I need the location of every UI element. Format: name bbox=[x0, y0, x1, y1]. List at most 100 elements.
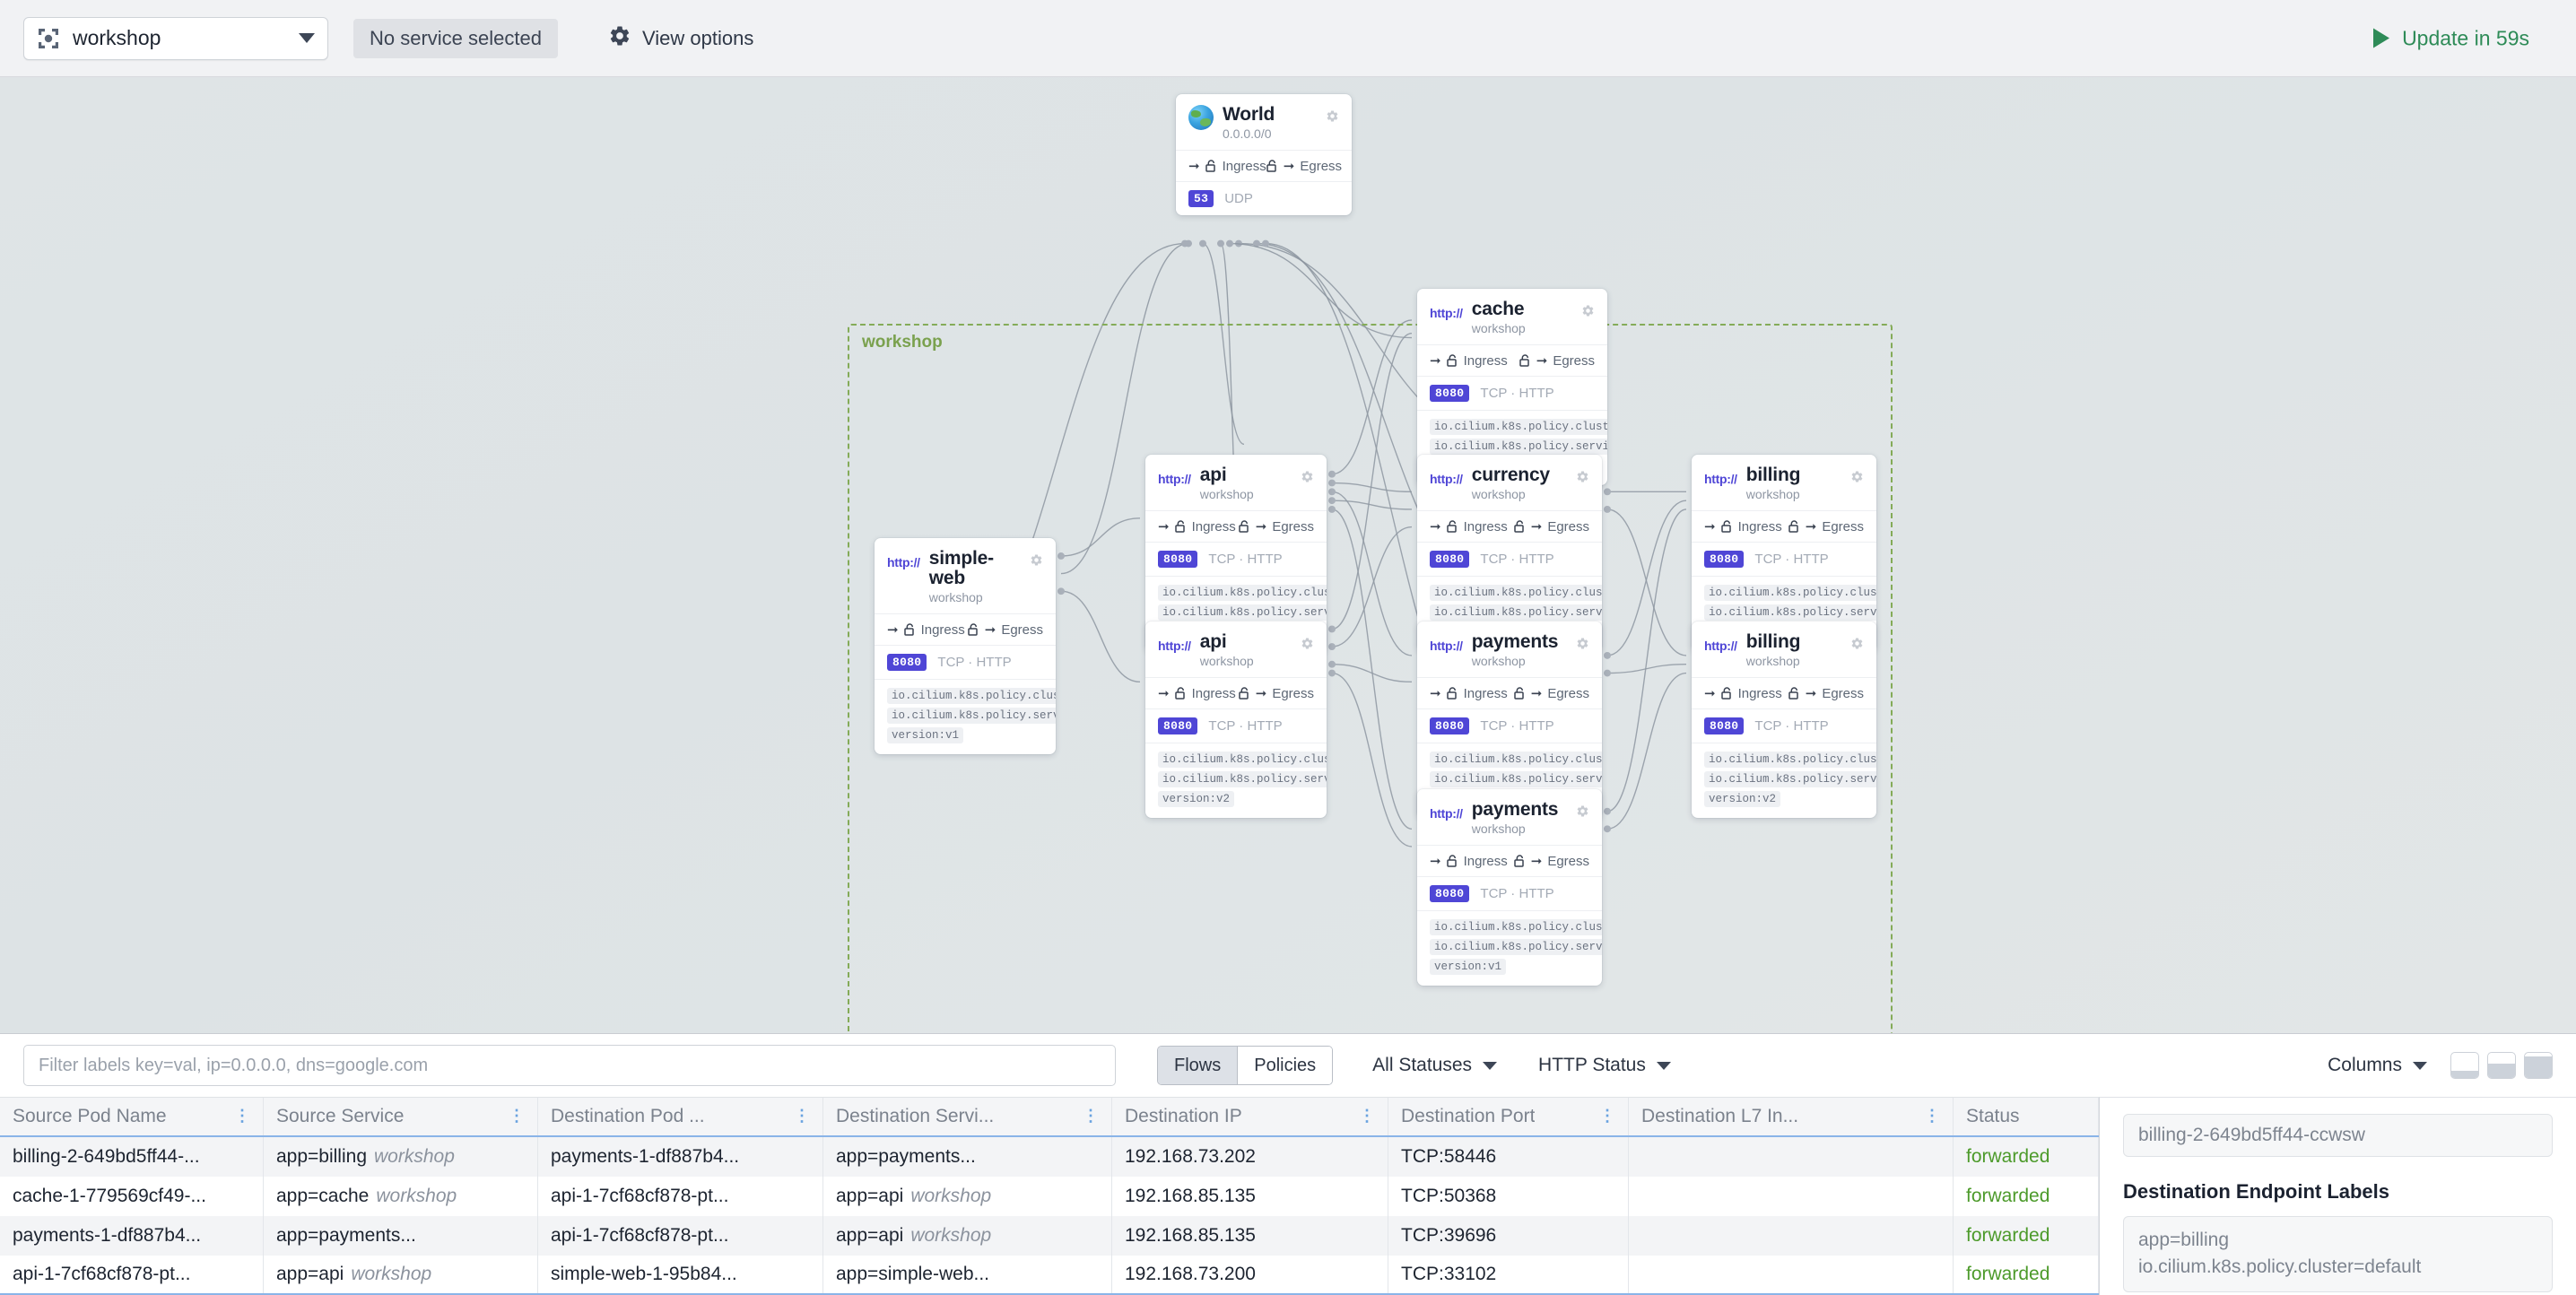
tab-policies[interactable]: Policies bbox=[1237, 1047, 1333, 1084]
http-icon: http:// bbox=[1704, 639, 1737, 653]
table-column-header[interactable]: Status bbox=[1954, 1098, 2099, 1135]
egress-indicator[interactable]: ➞Egress bbox=[1238, 518, 1314, 535]
egress-indicator[interactable]: ➞Egress bbox=[1519, 352, 1595, 369]
gear-icon[interactable] bbox=[1576, 804, 1589, 818]
column-menu-icon[interactable]: ⋮ bbox=[1924, 1107, 1940, 1126]
ingress-indicator[interactable]: ➞Ingress bbox=[1704, 518, 1782, 535]
egress-indicator[interactable]: ➞Egress bbox=[1788, 685, 1864, 701]
service-selection-status[interactable]: No service selected bbox=[353, 18, 558, 58]
http-status-filter-dropdown[interactable]: HTTP Status bbox=[1538, 1055, 1671, 1076]
detail-pod-name: billing-2-649bd5ff44-ccwsw bbox=[2123, 1114, 2553, 1157]
gear-icon[interactable] bbox=[1850, 470, 1864, 483]
column-menu-icon[interactable]: ⋮ bbox=[794, 1107, 810, 1126]
ingress-label: Ingress bbox=[920, 621, 965, 638]
label-chip: version:v1 bbox=[1430, 959, 1507, 976]
table-row[interactable]: payments-1-df887b4...app=payments...api-… bbox=[0, 1216, 2099, 1256]
column-menu-icon[interactable]: ⋮ bbox=[1599, 1107, 1615, 1126]
egress-indicator[interactable]: ➞Egress bbox=[1513, 853, 1589, 869]
destination-pod-name: payments-1-df887b4... bbox=[538, 1137, 823, 1177]
table-column-header[interactable]: Destination Servi...⋮ bbox=[823, 1098, 1112, 1135]
label-chip: io.cilium.k8s.policy.serviceacco… bbox=[1158, 771, 1327, 788]
gear-icon[interactable] bbox=[1301, 470, 1314, 483]
http-icon: http:// bbox=[1430, 806, 1463, 821]
tab-flows[interactable]: Flows bbox=[1158, 1047, 1238, 1084]
column-menu-icon[interactable]: ⋮ bbox=[509, 1107, 525, 1126]
egress-indicator[interactable]: ➞Egress bbox=[1788, 518, 1864, 535]
egress-label: Egress bbox=[1001, 621, 1043, 638]
ingress-indicator[interactable]: ➞ Ingress bbox=[887, 621, 965, 639]
table-column-header[interactable]: Destination IP⋮ bbox=[1112, 1098, 1388, 1135]
gear-icon[interactable] bbox=[1581, 304, 1595, 317]
card-traffic-row: ➞Ingress➞Egress bbox=[1176, 150, 1352, 181]
egress-indicator[interactable]: ➞Egress bbox=[1513, 685, 1589, 702]
table-column-header[interactable]: Source Pod Name⋮ bbox=[0, 1098, 264, 1135]
gear-icon[interactable] bbox=[1301, 637, 1314, 650]
destination-l7-info bbox=[1629, 1177, 1954, 1216]
gear-icon[interactable] bbox=[1576, 637, 1589, 650]
status-filter-dropdown[interactable]: All Statuses bbox=[1372, 1055, 1498, 1076]
arrow-right-icon: ➞ bbox=[1530, 686, 1543, 702]
egress-indicator[interactable]: ➞Egress bbox=[1513, 518, 1589, 535]
ingress-indicator[interactable]: ➞Ingress bbox=[1430, 853, 1508, 870]
egress-indicator[interactable]: ➞Egress bbox=[1238, 685, 1314, 701]
egress-indicator[interactable]: ➞Egress bbox=[967, 621, 1043, 638]
ingress-indicator[interactable]: ➞Ingress bbox=[1158, 518, 1236, 535]
density-compact-icon[interactable] bbox=[2450, 1052, 2479, 1079]
table-column-header[interactable]: Destination L7 In...⋮ bbox=[1629, 1098, 1954, 1135]
column-menu-icon[interactable]: ⋮ bbox=[1359, 1107, 1375, 1126]
column-menu-icon[interactable]: ⋮ bbox=[234, 1107, 250, 1126]
table-column-header[interactable]: Destination Pod ...⋮ bbox=[538, 1098, 823, 1135]
ingress-indicator[interactable]: ➞Ingress bbox=[1158, 685, 1236, 702]
arrow-right-icon: ➞ bbox=[887, 622, 899, 639]
gear-icon[interactable] bbox=[1030, 553, 1043, 567]
gear-icon[interactable] bbox=[1576, 470, 1589, 483]
ingress-indicator[interactable]: ➞Ingress bbox=[1188, 158, 1266, 175]
ingress-indicator[interactable]: ➞Ingress bbox=[1704, 685, 1782, 702]
card-subtitle: workshop bbox=[1471, 321, 1526, 336]
ingress-indicator[interactable]: ➞Ingress bbox=[1430, 518, 1508, 535]
gear-icon[interactable] bbox=[1850, 637, 1864, 650]
density-medium-icon[interactable] bbox=[2487, 1052, 2516, 1079]
filter-input[interactable] bbox=[23, 1045, 1116, 1086]
ingress-indicator[interactable]: ➞Ingress bbox=[1430, 685, 1508, 702]
http-icon: http:// bbox=[1430, 472, 1463, 486]
namespace-selector[interactable]: workshop bbox=[23, 16, 328, 60]
egress-indicator[interactable]: ➞Egress bbox=[1266, 158, 1342, 174]
card-subtitle: 0.0.0.0/0 bbox=[1223, 126, 1272, 142]
view-options-button[interactable]: View options bbox=[608, 19, 753, 58]
filter-toolbar: Flows Policies All Statuses HTTP Status … bbox=[0, 1034, 2576, 1097]
density-full-icon[interactable] bbox=[2524, 1052, 2553, 1079]
column-menu-icon[interactable]: ⋮ bbox=[1083, 1107, 1099, 1126]
ingress-indicator[interactable]: ➞Ingress bbox=[1430, 352, 1508, 369]
port-protocol: TCP · HTTP bbox=[1208, 718, 1283, 734]
ingress-label: Ingress bbox=[1463, 518, 1508, 535]
table-column-header[interactable]: Source Service⋮ bbox=[264, 1098, 538, 1135]
gear-icon[interactable] bbox=[1326, 109, 1339, 123]
update-timer[interactable]: Update in 59s bbox=[2373, 26, 2529, 50]
table-column-header[interactable]: Destination Port⋮ bbox=[1388, 1098, 1629, 1135]
columns-dropdown[interactable]: Columns bbox=[2328, 1055, 2427, 1076]
